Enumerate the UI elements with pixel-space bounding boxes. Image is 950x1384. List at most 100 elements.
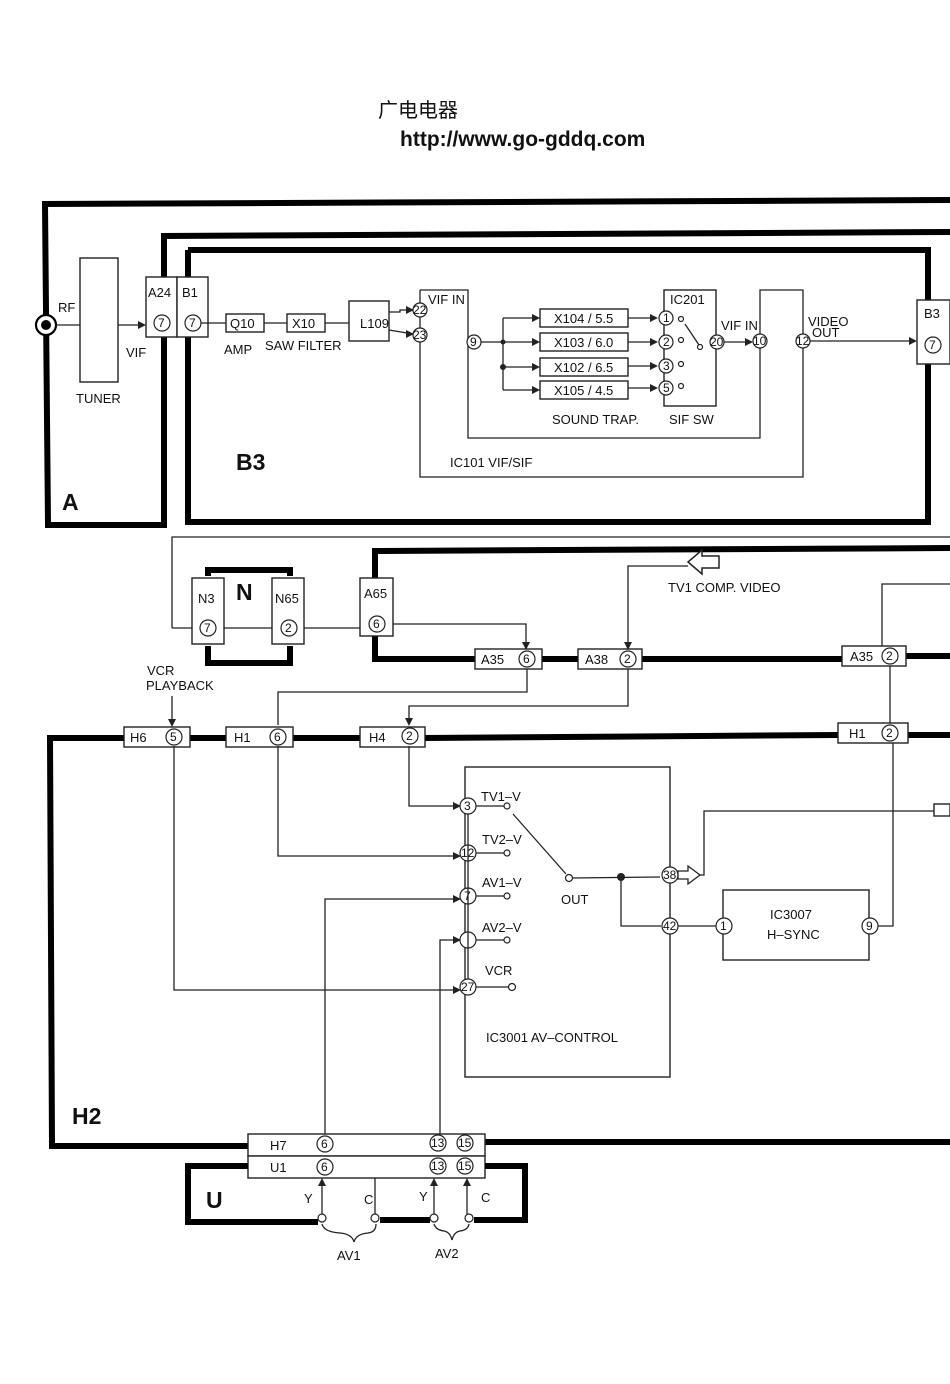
svg-text:9: 9: [866, 919, 873, 933]
board-n-label: N: [236, 579, 253, 605]
svg-text:H6: H6: [130, 730, 147, 745]
svg-text:6: 6: [274, 730, 281, 744]
connector-n3: [191, 577, 225, 645]
sound-trap-label: SOUND TRAP.: [552, 412, 639, 427]
amp-label: AMP: [224, 342, 252, 357]
svg-text:Y: Y: [304, 1191, 313, 1206]
sound-trap-x103: X103 / 6.0: [503, 332, 658, 352]
svg-text:B1: B1: [182, 285, 198, 300]
svg-text:H7: H7: [270, 1138, 287, 1153]
svg-text:X102 / 6.5: X102 / 6.5: [554, 360, 613, 375]
vif-in-2-label: VIF IN: [721, 318, 758, 333]
ic3001-input-vcr: 27 VCR: [459, 963, 517, 996]
svg-text:A35: A35: [850, 649, 873, 664]
svg-text:42: 42: [663, 919, 677, 933]
svg-text:B3: B3: [924, 306, 940, 321]
svg-text:10: 10: [753, 334, 767, 348]
vif-in-label: VIF IN: [428, 292, 465, 307]
svg-text:6: 6: [373, 617, 380, 631]
svg-text:AV2–V: AV2–V: [482, 920, 522, 935]
svg-text:H1: H1: [849, 726, 866, 741]
svg-text:5: 5: [170, 730, 177, 744]
svg-text:A38: A38: [585, 652, 608, 667]
site-name: 广电电器: [378, 99, 458, 122]
svg-text:7: 7: [204, 621, 211, 635]
av-switch-arm: [512, 813, 567, 875]
svg-text:TV1–V: TV1–V: [481, 789, 521, 804]
svg-text:3: 3: [464, 799, 471, 813]
svg-text:VCR: VCR: [485, 963, 512, 978]
svg-text:7: 7: [158, 316, 165, 330]
ic3001-out-label: OUT: [561, 892, 589, 907]
svg-text:N3: N3: [198, 591, 215, 606]
svg-text:2: 2: [624, 652, 631, 666]
tv1-comp-video-label: TV1 COMP. VIDEO: [668, 580, 780, 595]
svg-text:X103 / 6.0: X103 / 6.0: [554, 335, 613, 350]
ic3007-box: [722, 889, 870, 961]
svg-text:15: 15: [458, 1136, 472, 1150]
svg-text:H1: H1: [234, 730, 251, 745]
ic101-label: IC101 VIF/SIF: [450, 455, 532, 470]
svg-text:38: 38: [663, 868, 677, 882]
board-b3-frame: [185, 247, 931, 525]
vif-label: VIF: [126, 345, 146, 360]
svg-text:H4: H4: [369, 730, 386, 745]
svg-text:7: 7: [189, 316, 196, 330]
l109-box: [348, 300, 390, 342]
av1-brace-icon: [321, 1223, 377, 1243]
sound-trap-x105: X105 / 4.5: [503, 380, 658, 400]
vcr-playback-label-2: PLAYBACK: [146, 678, 214, 693]
svg-text:A24: A24: [148, 285, 171, 300]
svg-text:C: C: [364, 1192, 373, 1207]
video-out-label-1: VIDEO: [808, 314, 848, 329]
svg-text:Y: Y: [419, 1189, 428, 1204]
board-b3-label: B3: [236, 449, 265, 475]
av2-brace-icon: [433, 1223, 470, 1241]
board-a-label: A: [62, 489, 79, 515]
ic3001-label: IC3001 AV–CONTROL: [486, 1030, 618, 1045]
svg-text:A35: A35: [481, 652, 504, 667]
svg-text:U1: U1: [270, 1160, 287, 1175]
sound-trap-x104: X104 / 5.5: [503, 308, 658, 328]
ic3001-input-tv1: 3 TV1–V: [459, 789, 521, 815]
svg-text:9: 9: [470, 335, 477, 349]
svg-text:X105 / 4.5: X105 / 4.5: [554, 383, 613, 398]
sound-trap-x102: X102 / 6.5: [503, 357, 658, 377]
tuner-label: TUNER: [76, 391, 121, 406]
svg-text:7: 7: [929, 338, 936, 352]
tuner-box: [79, 257, 119, 383]
svg-text:27: 27: [461, 980, 475, 994]
svg-text:20: 20: [710, 335, 724, 349]
svg-text:H–SYNC: H–SYNC: [767, 927, 820, 942]
svg-text:IC201: IC201: [670, 292, 705, 307]
board-u-label: U: [206, 1187, 223, 1213]
av2-label: AV2: [435, 1246, 459, 1261]
out-arrow-icon: [677, 864, 702, 886]
svg-text:AV1–V: AV1–V: [482, 875, 522, 890]
svg-text:L109: L109: [360, 316, 389, 331]
video-out-label-2: OUT: [812, 325, 840, 340]
svg-text:15: 15: [458, 1159, 472, 1173]
svg-text:1: 1: [720, 919, 727, 933]
svg-text:1: 1: [663, 311, 670, 325]
site-url: http://www.go-gddq.com: [400, 128, 645, 151]
right-connector-stub: [933, 803, 950, 817]
svg-text:13: 13: [431, 1136, 445, 1150]
svg-text:6: 6: [321, 1160, 328, 1174]
svg-text:6: 6: [321, 1137, 328, 1151]
svg-text:X104 / 5.5: X104 / 5.5: [554, 311, 613, 326]
svg-text:2: 2: [886, 726, 893, 740]
svg-text:13: 13: [431, 1159, 445, 1173]
board-a-frame: [41, 197, 950, 528]
svg-text:3: 3: [663, 359, 670, 373]
ic3001-input-av2: AV2–V: [459, 920, 522, 949]
svg-text:2: 2: [663, 335, 670, 349]
svg-text:12: 12: [796, 334, 810, 348]
svg-text:IC3007: IC3007: [770, 907, 812, 922]
svg-text:2: 2: [285, 621, 292, 635]
svg-text:6: 6: [523, 652, 530, 666]
saw-filter-label: SAW FILTER: [265, 338, 342, 353]
ic3001-box: [464, 766, 671, 1078]
svg-text:2: 2: [406, 729, 413, 743]
